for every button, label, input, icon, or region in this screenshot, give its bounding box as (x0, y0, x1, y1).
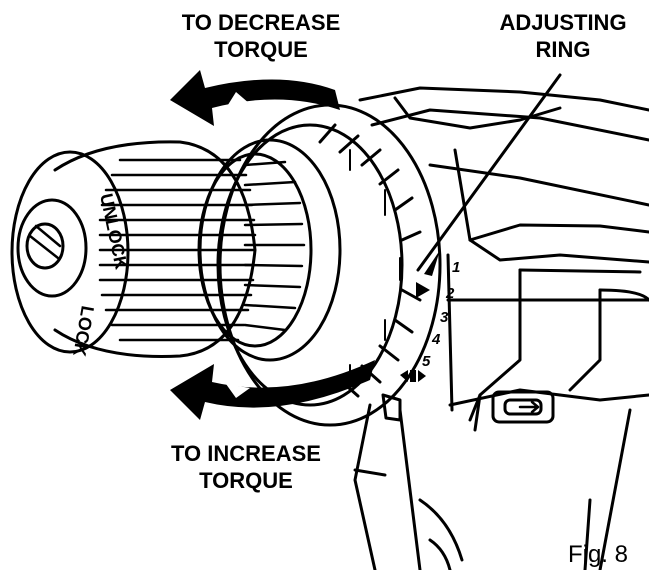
drill-mode-symbol (400, 370, 426, 382)
torque-setting-4: 4 (431, 331, 441, 348)
chuck-lock-text: LOCK (69, 304, 98, 358)
leader-line (416, 73, 562, 272)
chuck-sleeve (53, 140, 257, 358)
callout-decrease: TO DECREASE TORQUE (182, 10, 341, 62)
figure-number: Fig. 8 (568, 541, 628, 568)
callout-increase: TO INCREASE TORQUE (171, 441, 321, 493)
decrease-label-line1: TO DECREASE (182, 10, 341, 35)
torque-setting-2: 2 (445, 285, 455, 302)
decrease-label-line2: TORQUE (214, 37, 308, 62)
leader-arrowhead (424, 250, 440, 276)
direction-switch (491, 390, 555, 424)
torque-setting-5: 5 (422, 353, 431, 370)
chuck-nose (10, 150, 130, 354)
increase-label-line1: TO INCREASE (171, 441, 321, 466)
torque-setting-1: 1 (452, 259, 460, 276)
drill-body (358, 86, 649, 570)
increase-label-line2: TORQUE (199, 468, 293, 493)
torque-setting-3: 3 (440, 309, 449, 326)
ring-label-line1: ADJUSTING (499, 10, 626, 35)
ring-label-line2: RING (536, 37, 591, 62)
decrease-arrow-icon (170, 70, 340, 126)
increase-arrow-icon (170, 360, 375, 420)
callout-adjusting-ring: ADJUSTING RING (499, 10, 626, 62)
handle (353, 393, 464, 570)
triangle-pointer-icon (416, 282, 430, 298)
torque-scale: 1 2 3 4 5 (422, 259, 460, 370)
